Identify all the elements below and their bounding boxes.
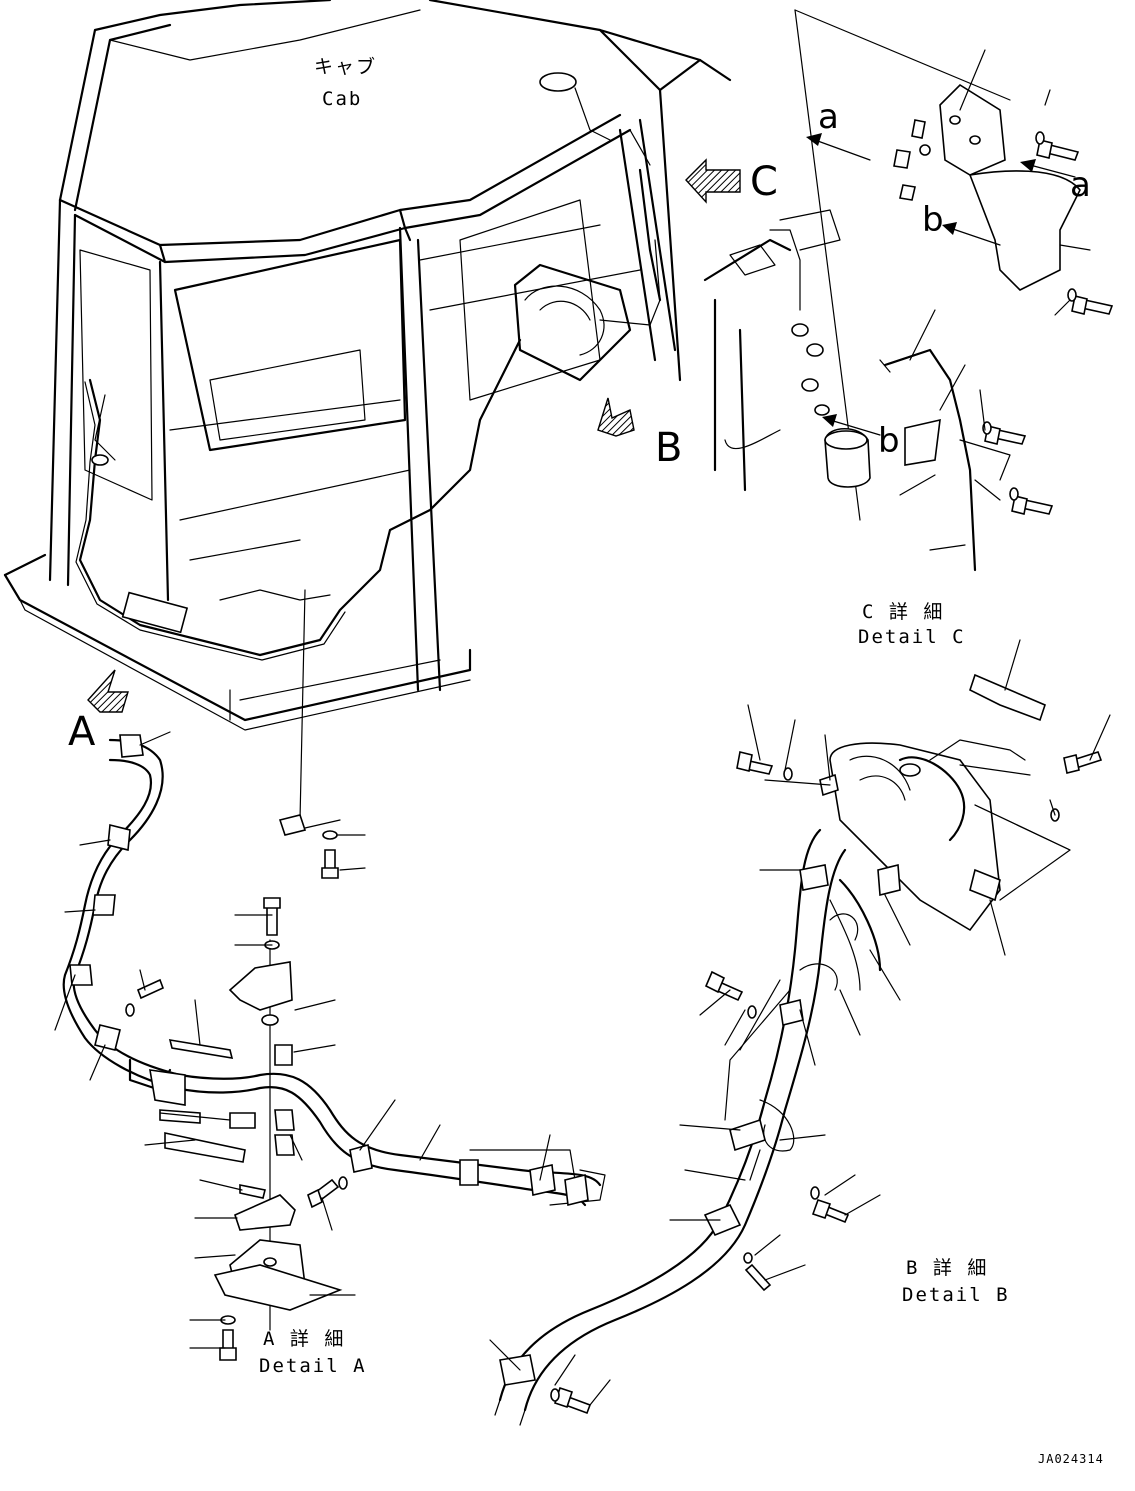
cab-arrows xyxy=(87,158,741,713)
washer-icon xyxy=(919,131,1077,501)
view-b-arrow-icon xyxy=(597,397,635,437)
detail-c-title-en: Detail C xyxy=(858,626,966,648)
view-b-label: B xyxy=(655,425,683,471)
detail-a xyxy=(54,589,606,1361)
washer-icon xyxy=(125,830,348,1325)
detail-a-title-en: Detail A xyxy=(259,1355,367,1377)
view-c-label: C xyxy=(750,159,778,205)
detail-a-title-jp: A 詳 細 xyxy=(263,1328,346,1350)
drawing-number: JA024314 xyxy=(1038,1452,1104,1466)
cab-label-en: Cab xyxy=(322,88,363,110)
clamp-icon xyxy=(69,734,589,1206)
detail-c-title-jp: C 詳 細 xyxy=(862,601,945,623)
arrow-a-label-2: a xyxy=(1070,165,1091,205)
detail-c xyxy=(703,9,1114,572)
cab-harness xyxy=(75,129,662,661)
view-a-label: A xyxy=(68,709,96,755)
detail-b-title-jp: B 詳 細 xyxy=(906,1257,989,1279)
cab-label-jp: キャブ xyxy=(314,56,378,78)
detail-b xyxy=(489,639,1111,1426)
arrow-b-label-1: b xyxy=(922,200,944,240)
view-c-arrow-icon xyxy=(685,158,741,204)
cab-frame xyxy=(3,0,732,731)
arrow-b-label-2: b xyxy=(878,421,900,461)
bolt-icon xyxy=(136,849,340,1361)
arrow-a-label-1: a xyxy=(818,97,839,137)
detail-b-title-en: Detail B xyxy=(902,1284,1010,1306)
bolt-icon xyxy=(553,751,1103,1415)
view-a-arrow-icon xyxy=(87,669,129,713)
